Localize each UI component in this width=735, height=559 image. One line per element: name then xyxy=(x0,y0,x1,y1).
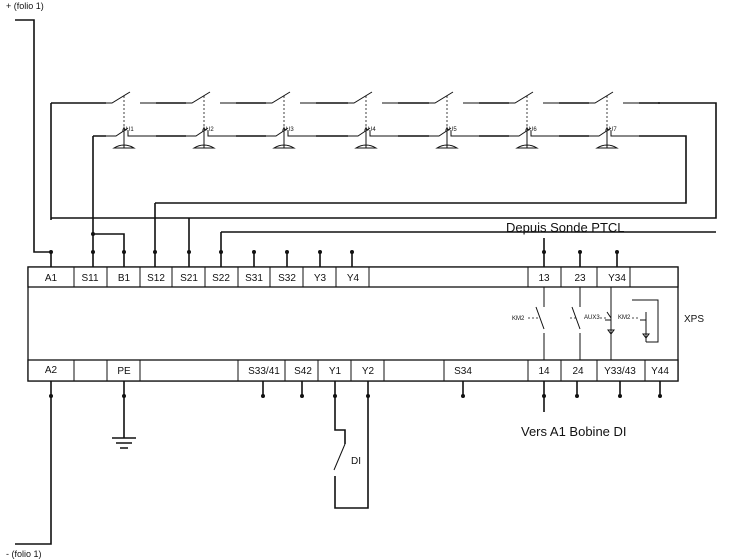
terminal-s21: S21 xyxy=(180,273,198,284)
emergency-stop-label: AU2 xyxy=(202,127,214,133)
terminal-s12: S12 xyxy=(147,273,165,284)
terminal-y44: Y44 xyxy=(651,366,669,377)
wire-s11 xyxy=(92,136,125,267)
supply-minus-wire xyxy=(15,381,52,545)
emergency-stop-au3: AU3 xyxy=(266,91,316,149)
emergency-stop-au7: AU7 xyxy=(589,91,639,149)
emergency-stop-bank: AU1 AU2 AU3 AU4 AU5 AU6 AU7 xyxy=(50,91,717,220)
relay-label-aux3: AUX3 xyxy=(584,315,600,321)
terminal-s33-41: S33/41 xyxy=(248,366,280,377)
terminal-s32: S32 xyxy=(278,273,296,284)
folio-bottom-label: - (folio 1) xyxy=(6,549,42,559)
terminal-b1: B1 xyxy=(118,273,131,284)
ground-symbol xyxy=(112,437,136,449)
emergency-stop-label: AU5 xyxy=(445,127,457,133)
relay-label-km2-right: KM2 xyxy=(618,315,631,321)
terminal-y34: Y34 xyxy=(608,273,626,284)
emergency-stop-label: AU3 xyxy=(282,127,294,133)
internal-relay-contacts: KM2 AUX3 KM2 xyxy=(512,287,659,360)
terminal-y33-43: Y33/43 xyxy=(604,366,636,377)
relay-label-km2-left: KM2 xyxy=(512,316,525,322)
supply-plus-wire xyxy=(15,19,52,267)
emergency-stop-au4: AU4 xyxy=(348,91,398,149)
terminal-s34: S34 xyxy=(454,366,472,377)
terminal-s22: S22 xyxy=(212,273,230,284)
terminal-s31: S31 xyxy=(245,273,263,284)
terminal-pe: PE xyxy=(117,366,131,377)
module-label-xps: XPS xyxy=(684,314,704,325)
top-terminals: A1 S11 B1 S12 S21 S22 S31 S32 Y3 Y4 13 2… xyxy=(45,273,626,284)
terminal-y1: Y1 xyxy=(329,366,342,377)
bottom-terminal-strip xyxy=(27,359,679,382)
bottom-terminals: A2 PE S33/41 S42 Y1 Y2 S34 14 24 Y33/43 … xyxy=(45,365,669,377)
folio-top-label: + (folio 1) xyxy=(6,1,44,11)
emergency-stop-label: AU7 xyxy=(605,127,617,133)
emergency-stop-au6: AU6 xyxy=(509,91,559,149)
terminal-s42: S42 xyxy=(294,366,312,377)
emergency-stop-au1: AU1 xyxy=(106,91,156,149)
terminal-s11: S11 xyxy=(81,273,98,284)
terminal-a2: A2 xyxy=(45,365,58,376)
emergency-stop-label: AU1 xyxy=(122,127,134,133)
terminal-y2: Y2 xyxy=(362,366,375,377)
terminal-a1: A1 xyxy=(45,273,58,284)
terminal-y4: Y4 xyxy=(347,273,360,284)
di-feedback-loop: DI xyxy=(333,381,370,509)
terminal-13: 13 xyxy=(538,273,550,284)
emergency-stop-au5: AU5 xyxy=(429,91,479,149)
depuis-sonde-label: Depuis Sonde PTCL xyxy=(506,220,625,235)
vers-bobine-label: Vers A1 Bobine DI xyxy=(521,424,627,439)
terminal-23: 23 xyxy=(574,273,586,284)
terminal-14: 14 xyxy=(538,366,550,377)
emergency-stop-au2: AU2 xyxy=(186,91,236,149)
terminal-y3: Y3 xyxy=(314,273,327,284)
terminal-24: 24 xyxy=(572,366,584,377)
emergency-stop-label: AU6 xyxy=(525,127,537,133)
contact-label-di: DI xyxy=(351,456,361,467)
emergency-stop-label: AU4 xyxy=(364,127,376,133)
top-terminal-strip xyxy=(27,266,679,288)
